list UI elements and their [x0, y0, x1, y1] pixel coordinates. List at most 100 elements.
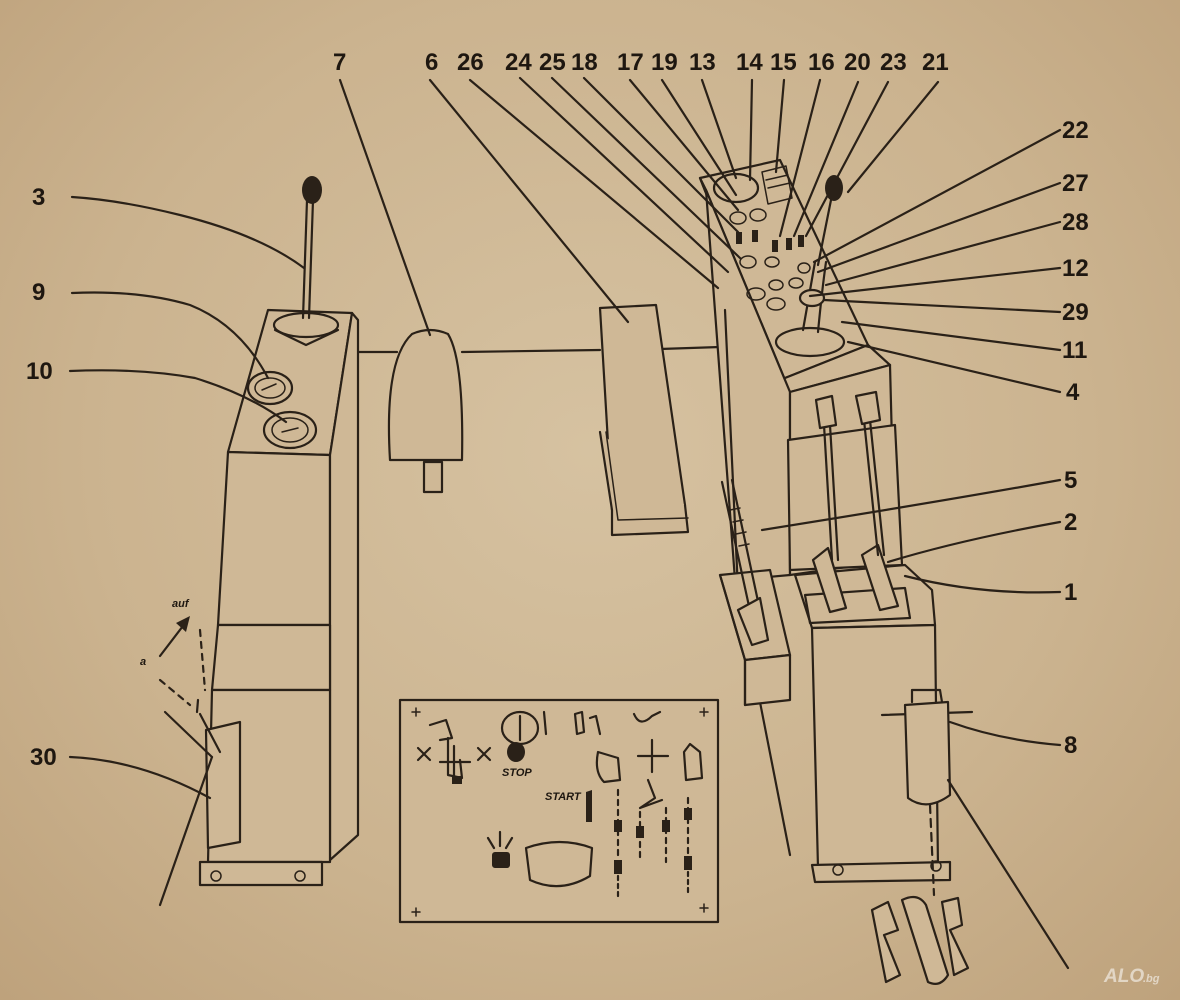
- callout-4: 4: [1066, 379, 1080, 406]
- callout-3: 3: [32, 184, 45, 211]
- leader-line-25: [550, 76, 742, 260]
- lever-direction-label-a: a: [140, 656, 146, 668]
- oil-filter-icon: [903, 700, 952, 806]
- bucket-symbol-icon: [638, 778, 664, 810]
- toggle-switch-icon: [752, 230, 758, 242]
- joystick-boot-icon: [273, 328, 340, 347]
- leader-line-23: [804, 80, 890, 238]
- joystick-knob-icon: [302, 176, 322, 204]
- leader-line-5: [760, 478, 1062, 532]
- gear-symbol-icon: [573, 710, 602, 736]
- track-forward-symbol-icon: [595, 750, 622, 784]
- hand-lever-shaft: [868, 418, 886, 557]
- leader-line-10: [68, 369, 288, 424]
- leader-line-30: [68, 755, 212, 800]
- leader-line-29: [822, 298, 1062, 314]
- callout-24: 24: [505, 49, 532, 76]
- indicator-lamp-icon: [739, 255, 757, 269]
- callout-25: 25: [539, 49, 566, 76]
- callout-17: 17: [617, 49, 644, 76]
- indicator-bar-icon: [662, 820, 670, 832]
- left-console-base: [198, 860, 324, 887]
- floor-connector-line: [350, 345, 722, 354]
- indicator-lamp-icon: [764, 256, 780, 268]
- brake-lever-stand-front: [743, 653, 792, 707]
- left-console-front-upper: [216, 450, 332, 627]
- console-lower-top: [793, 563, 937, 630]
- side-lever-handle-icon: [195, 698, 200, 714]
- direction-cross-icon: [438, 744, 472, 780]
- indicator-bar-icon: [636, 826, 644, 838]
- indicator-lamp-icon: [749, 208, 767, 222]
- plate-label-start: START: [545, 791, 582, 803]
- bucket-tilt-symbol-icon: [632, 710, 662, 723]
- left-console-step: [210, 623, 332, 692]
- display-icon: [761, 165, 793, 205]
- hand-lever-grip-icon: [854, 390, 882, 426]
- leader-line-13: [700, 78, 738, 180]
- lever-gate-icon: [803, 586, 912, 625]
- callout-2: 2: [1064, 509, 1077, 536]
- indicator-lamp-icon: [766, 297, 786, 311]
- direction-cross-icon: [636, 738, 670, 774]
- joystick-base-icon: [272, 311, 340, 339]
- gauge-dial: [254, 377, 286, 399]
- toggle-switch-icon: [772, 240, 778, 252]
- leader-line-2: [886, 520, 1062, 564]
- toggle-switch-icon: [786, 238, 792, 250]
- dotted-indicator-column: [616, 870, 690, 898]
- leader-line-14: [748, 78, 754, 182]
- joystick-shaft: [307, 198, 315, 320]
- swing-path-dashed: [198, 628, 207, 692]
- bolt-icon: [294, 870, 306, 882]
- right-console: [698, 158, 1070, 985]
- lamp-symbol-icon: [492, 852, 510, 868]
- callout-13: 13: [689, 49, 716, 76]
- display-scale: [765, 174, 791, 189]
- clamp-half-icon: [870, 900, 902, 984]
- callout-numbers: 3 9 10 30 7 6 26 24 25 18 17 19 13 14 15…: [26, 49, 1089, 771]
- hand-lever-shaft: [828, 423, 840, 562]
- tick-symbol-icon: [542, 710, 548, 736]
- bucket-symbol-icon: [452, 776, 462, 784]
- gauge-icon: [246, 370, 294, 406]
- dome-pedal: [387, 328, 464, 494]
- leader-line-19: [660, 78, 738, 197]
- side-lever-shaft: [163, 710, 214, 759]
- callout-5: 5: [1064, 467, 1077, 494]
- leader-line-11: [840, 320, 1062, 352]
- clamp-half-icon: [940, 896, 970, 977]
- left-console: [158, 176, 360, 907]
- callout-7: 7: [333, 49, 346, 76]
- console-upper-box: [786, 423, 904, 572]
- callout-6: 6: [425, 49, 438, 76]
- callout-29: 29: [1062, 299, 1089, 326]
- callout-22: 22: [1062, 117, 1089, 144]
- filter-element-icon: [900, 895, 950, 985]
- indicator-bar-icon: [684, 856, 692, 870]
- watermark-logo: ALO: [1103, 966, 1144, 987]
- bolt-icon: [930, 860, 942, 872]
- pedal-stem: [422, 460, 444, 494]
- callout-20: 20: [844, 49, 871, 76]
- control-symbol-plate: [398, 698, 720, 924]
- lever-ratchet-icon: [729, 507, 750, 547]
- leader-line-28: [824, 220, 1062, 287]
- dome-pedal-icon: [387, 328, 464, 462]
- indicator-lamp-icon: [797, 262, 811, 274]
- gauge-needle-icon: [261, 383, 277, 391]
- leader-line-8: [948, 720, 1062, 747]
- stop-button-icon: [507, 742, 525, 762]
- lever-direction-label-auf: auf: [172, 598, 190, 610]
- callout-15: 15: [770, 49, 797, 76]
- leader-line-1: [903, 574, 1062, 594]
- symbol-plate-frame: [398, 698, 720, 924]
- filter-long-line: [946, 778, 1070, 970]
- pedal-base-edge: [605, 431, 689, 521]
- indicator-lamp-icon: [768, 279, 784, 291]
- callout-23: 23: [880, 49, 907, 76]
- callout-21: 21: [922, 49, 949, 76]
- start-indicator-icon: [586, 790, 592, 822]
